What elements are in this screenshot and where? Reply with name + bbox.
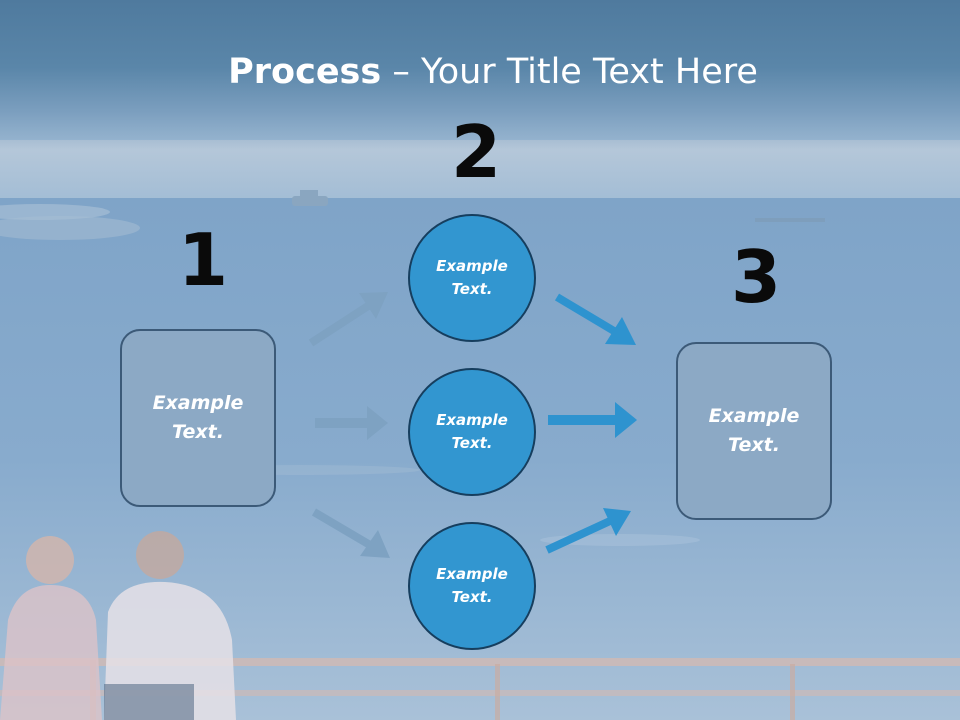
arrow-left-to-middle [315,406,388,440]
circle-bottom[interactable]: Example Text. [408,522,536,650]
circle-bottom-label: Example Text. [436,565,508,606]
step-number-1: 1 [178,218,229,302]
arrow-bottom-to-right [545,508,631,554]
right-box[interactable]: Example Text. [676,342,832,520]
title-rest: Your Title Text Here [420,52,758,92]
title-dash: – [381,52,421,92]
circle-top-label: Example Text. [436,257,508,298]
title-band [0,0,960,150]
arrow-left-to-top [308,292,388,347]
arrow-middle-to-right [548,402,637,438]
slide-title: Process – Your Title Text Here [0,52,960,92]
arrow-left-to-bottom [311,508,390,558]
step-number-2: 2 [451,110,502,194]
left-box[interactable]: Example Text. [120,329,276,507]
circle-middle[interactable]: Example Text. [408,368,536,496]
step-number-3: 3 [731,235,782,319]
left-box-label: Example Text. [152,392,244,443]
circle-top[interactable]: Example Text. [408,214,536,342]
arrow-top-to-right [554,293,636,345]
circle-middle-label: Example Text. [436,411,508,452]
right-box-label: Example Text. [708,405,800,456]
title-bold: Process [228,52,382,92]
